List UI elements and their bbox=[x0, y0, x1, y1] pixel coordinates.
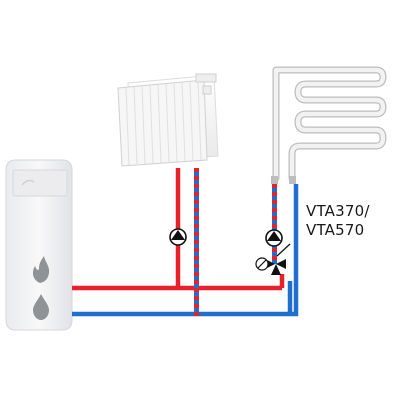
radiator-return-pipe bbox=[194, 168, 199, 316]
return-pipe bbox=[72, 184, 299, 317]
boiler-logo-icon bbox=[21, 179, 35, 186]
boiler-icon bbox=[5, 159, 73, 331]
underfloor-heating-coil-icon bbox=[272, 66, 387, 182]
oil-drop-icon bbox=[33, 294, 49, 320]
supply-pipe bbox=[72, 168, 285, 291]
circulation-pump-icon bbox=[265, 229, 283, 247]
radiator-icon bbox=[117, 73, 219, 167]
floor-supply-pipe bbox=[272, 184, 277, 264]
circulation-pump-icon bbox=[169, 228, 187, 246]
valve-model-label: VTA570 bbox=[306, 221, 365, 239]
valve-model-label: VTA370/ bbox=[306, 202, 370, 220]
coil-connector bbox=[271, 176, 278, 184]
thermostatic-mixing-valve-icon bbox=[255, 243, 291, 275]
flame-icon bbox=[32, 256, 50, 283]
coil-connector bbox=[289, 176, 296, 184]
